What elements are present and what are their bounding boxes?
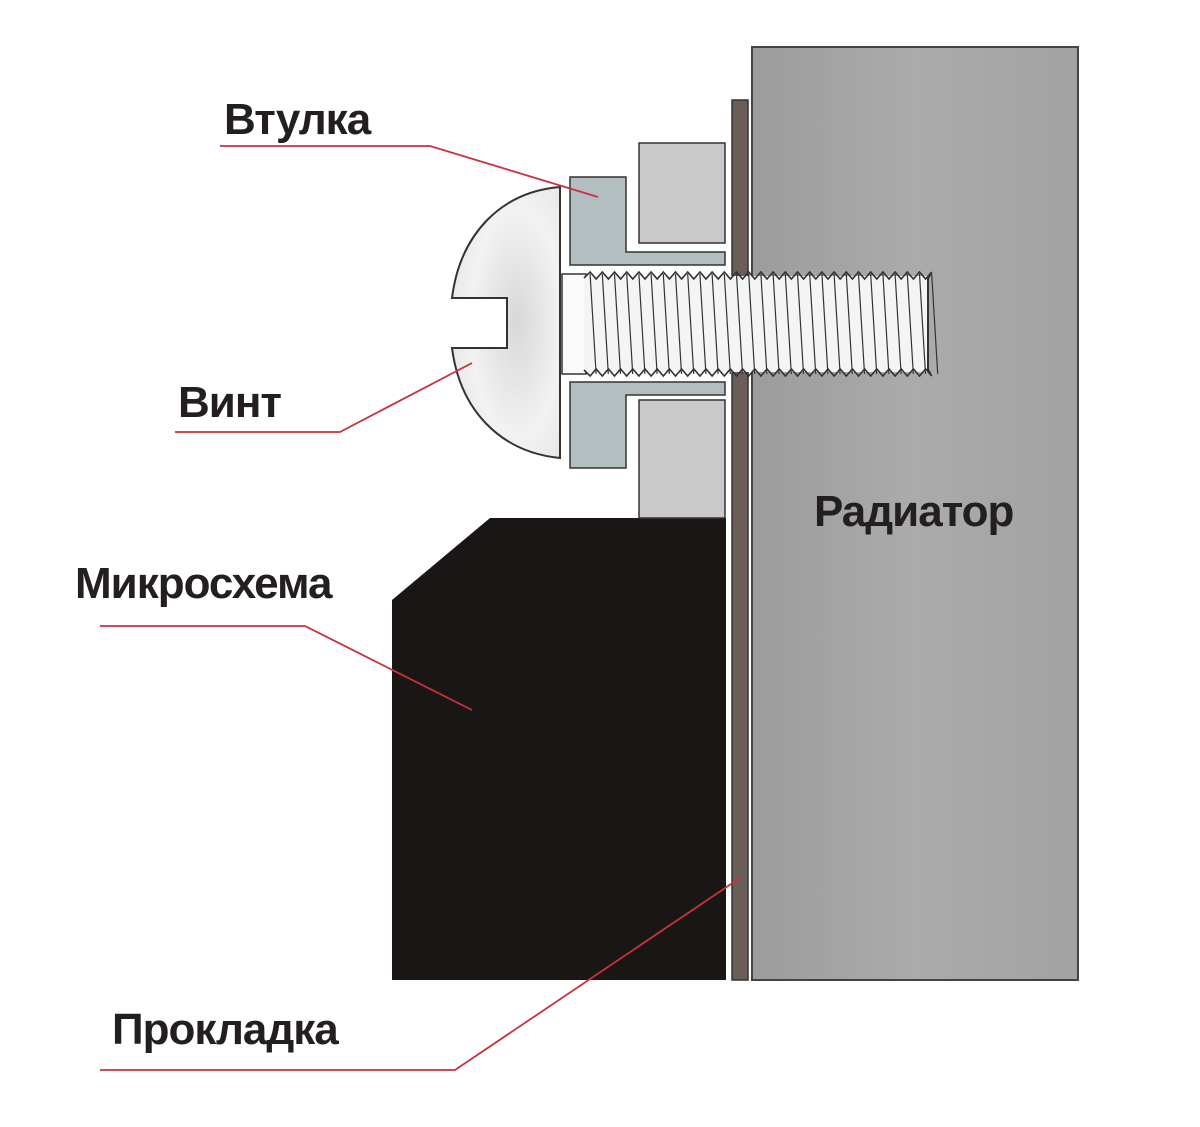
- thread-line: [918, 273, 927, 375]
- thread-line: [894, 273, 902, 375]
- thread-line: [601, 273, 609, 375]
- thread-line: [833, 273, 841, 375]
- bushing-top: [569, 176, 726, 266]
- thread-line: [821, 273, 829, 375]
- thread-edge: [583, 270, 933, 281]
- leader-bushing: [220, 145, 599, 198]
- thread-line: [687, 273, 695, 375]
- thread-line: [723, 273, 731, 375]
- thread-line: [613, 273, 622, 375]
- thread-line: [638, 273, 646, 375]
- radiator: [751, 46, 1079, 981]
- thread-body: [584, 276, 928, 372]
- bushing-bottom: [569, 381, 726, 469]
- thread-line: [870, 273, 878, 375]
- screw-threads: [583, 270, 939, 378]
- thread-line: [735, 273, 744, 375]
- thread-line: [931, 273, 939, 375]
- thread-line: [650, 273, 658, 375]
- label-chip: Микросхема: [75, 559, 333, 608]
- thread-line: [809, 273, 817, 375]
- leader-screw: [175, 362, 473, 433]
- leader-gasket: [100, 877, 741, 1071]
- leader-lines: [100, 145, 741, 1071]
- thread-line: [626, 273, 634, 375]
- thread-line: [711, 273, 719, 375]
- screw-head: [450, 185, 561, 460]
- thread-line: [589, 273, 597, 375]
- thread-line: [699, 273, 707, 375]
- label-gasket: Прокладка: [112, 1005, 339, 1054]
- gasket: [731, 99, 749, 981]
- spacer-bottom: [638, 399, 726, 519]
- thread-line: [857, 273, 866, 375]
- thread-edge: [583, 367, 933, 378]
- thread-line: [784, 273, 792, 375]
- label-bushing: Втулка: [224, 95, 372, 144]
- thread-line: [772, 273, 780, 375]
- thread-line: [796, 273, 805, 375]
- thread-line: [748, 273, 756, 375]
- screw-neck: [561, 273, 587, 375]
- label-screw: Винт: [178, 378, 281, 427]
- thread-line: [674, 273, 683, 375]
- leader-chip: [100, 625, 473, 711]
- thread-line: [906, 273, 914, 375]
- thread-line: [662, 273, 670, 375]
- chip: [392, 518, 726, 980]
- label-radiator: Радиатор: [814, 487, 1014, 536]
- thread-line: [760, 273, 768, 375]
- spacer-top: [638, 142, 726, 244]
- thread-line: [882, 273, 890, 375]
- thread-line: [845, 273, 853, 375]
